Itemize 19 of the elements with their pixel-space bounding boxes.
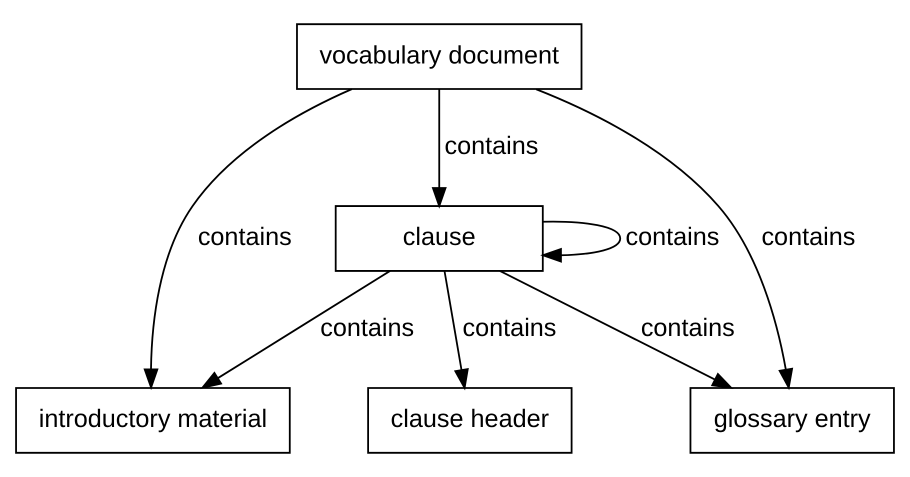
edge-label: contains: [444, 132, 538, 160]
arrow: [500, 270, 734, 389]
edge-label: contains: [626, 223, 720, 252]
arrow: [200, 270, 390, 390]
arrow: [540, 220, 622, 263]
node-box: introductory material: [15, 387, 291, 454]
edge-label: contains: [761, 223, 856, 252]
node-box: glossary entry: [690, 387, 895, 454]
edge-label: contains: [198, 223, 292, 252]
node-box: clause header: [367, 387, 572, 454]
node-box: vocabulary document: [296, 23, 582, 90]
node-box: clause: [334, 205, 544, 272]
arrow: [444, 271, 469, 391]
edge-label: contains: [320, 314, 414, 342]
arrow: [432, 89, 447, 209]
edge-label: contains: [462, 314, 556, 342]
arrow: [143, 88, 352, 390]
edge-label: contains: [640, 314, 735, 342]
arrow: [536, 88, 794, 390]
